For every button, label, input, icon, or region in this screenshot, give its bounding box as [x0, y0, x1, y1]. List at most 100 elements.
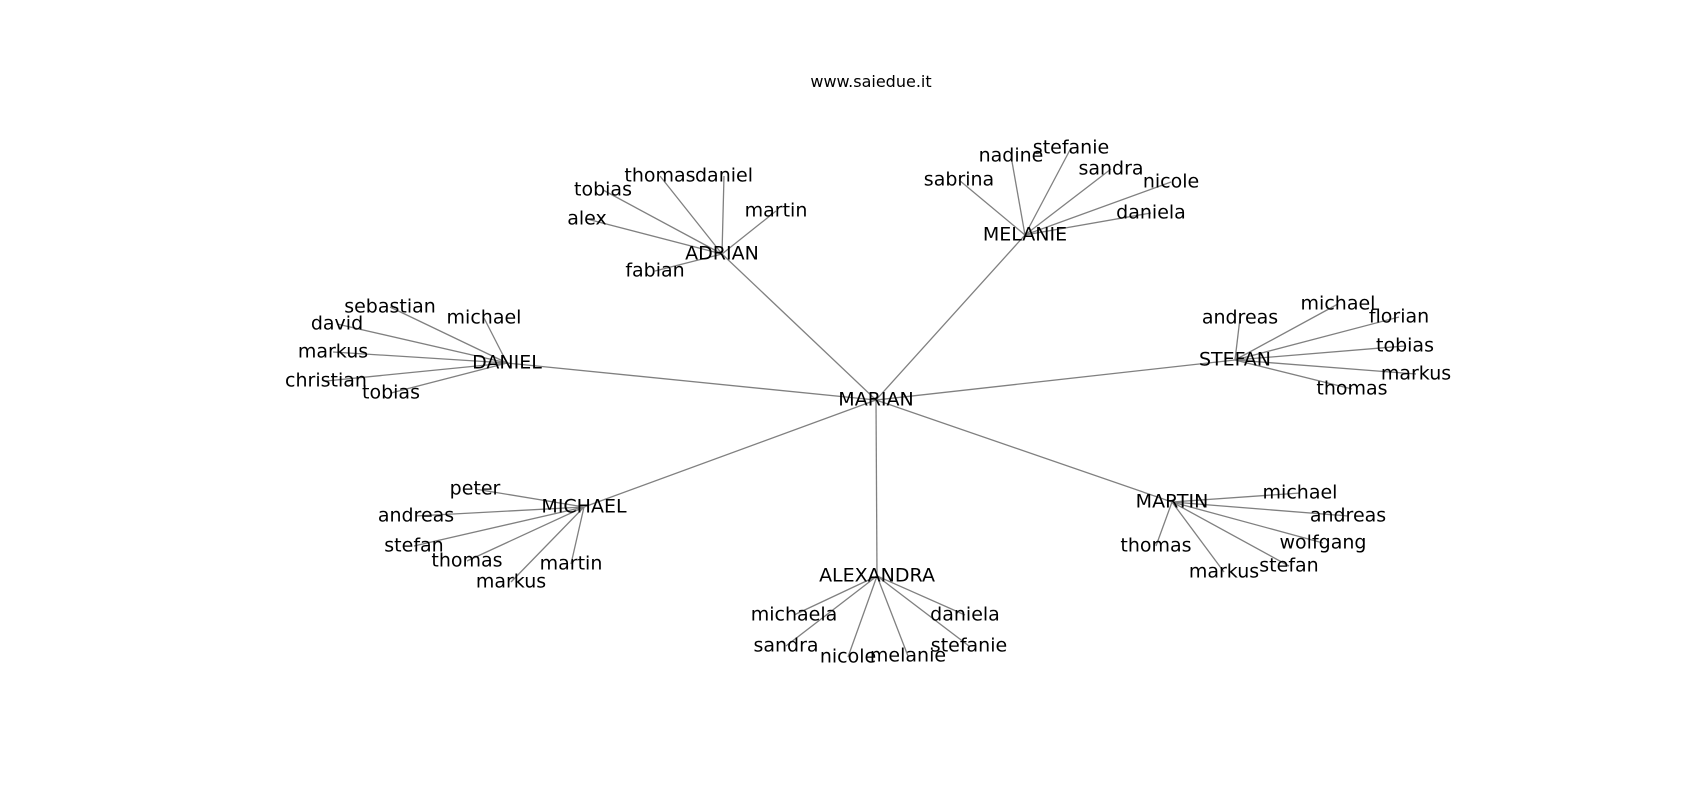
group-node-label: MICHAEL: [541, 496, 627, 518]
edge-group-to-child: [474, 488, 585, 508]
edge-group-to-child: [483, 317, 508, 364]
edges-layer: [325, 147, 1417, 658]
edge-group-to-child: [602, 189, 723, 255]
edge-group-to-child: [721, 175, 725, 255]
child-node-label: daniel: [695, 165, 753, 187]
edge-root-to-group: [506, 362, 877, 401]
child-node-label: martin: [540, 553, 603, 575]
child-node-label: nicole: [820, 646, 876, 668]
edge-root-to-group: [875, 359, 1236, 401]
child-node-label: stefanie: [1033, 137, 1109, 159]
edge-group-to-child: [1024, 181, 1172, 236]
edge-group-to-child: [721, 210, 777, 255]
child-node-label: nicole: [1143, 171, 1199, 193]
edge-group-to-child: [1171, 501, 1324, 544]
edge-group-to-child: [793, 575, 878, 616]
edge-group-to-child: [876, 575, 970, 647]
child-node-label: florian: [1369, 306, 1429, 328]
child-node-label: michaela: [751, 604, 838, 626]
edge-root-to-group: [875, 234, 1026, 401]
child-node-label: alex: [567, 208, 607, 230]
child-node-label: stefan: [1259, 555, 1318, 577]
root-node-label: MARIAN: [838, 389, 913, 411]
child-node-label: melanie: [870, 645, 946, 667]
edge-root-to-group: [721, 253, 877, 401]
edge-group-to-child: [389, 306, 508, 364]
child-node-label: martin: [745, 200, 808, 222]
child-node-label: thomas: [1120, 535, 1191, 557]
group-node-label: ALEXANDRA: [819, 565, 935, 587]
child-node-label: thomas: [431, 550, 502, 572]
child-node-label: markus: [298, 341, 368, 363]
edge-group-to-child: [415, 506, 585, 517]
edge-group-to-child: [876, 575, 966, 616]
edge-group-to-child: [413, 506, 585, 547]
child-node-label: stefan: [384, 535, 443, 557]
edge-group-to-child: [1024, 147, 1072, 236]
child-node-label: markus: [476, 571, 546, 593]
child-node-label: peter: [450, 478, 501, 500]
child-node-label: michael: [447, 307, 522, 329]
edge-group-to-child: [1171, 492, 1301, 503]
child-node-label: fabian: [625, 260, 684, 282]
edge-group-to-child: [1024, 212, 1152, 236]
edge-group-to-child: [876, 575, 909, 657]
edge-root-to-group: [875, 399, 1173, 503]
edge-group-to-child: [390, 362, 508, 394]
edge-group-to-child: [1234, 316, 1400, 361]
edge-group-to-child: [1234, 359, 1417, 375]
child-node-label: stefanie: [931, 635, 1007, 657]
child-node-label: daniela: [1116, 202, 1186, 224]
child-node-label: christian: [285, 370, 367, 392]
child-node-label: sandra: [1078, 158, 1143, 180]
edge-group-to-child: [1171, 501, 1349, 517]
edge-group-to-child: [785, 575, 878, 647]
child-node-label: markus: [1189, 561, 1259, 583]
child-node-label: michael: [1301, 293, 1376, 315]
child-node-label: daniela: [930, 604, 1000, 626]
child-node-label: tobias: [574, 179, 632, 201]
edge-group-to-child: [332, 351, 508, 364]
edge-group-to-child: [1234, 359, 1353, 390]
edge-group-to-child: [1171, 501, 1290, 567]
group-node-label: STEFAN: [1199, 349, 1271, 371]
edge-group-to-child: [1171, 501, 1225, 573]
child-node-label: thomas: [624, 165, 695, 187]
child-node-label: andreas: [378, 505, 454, 527]
edge-group-to-child: [1155, 501, 1173, 547]
edge-group-to-child: [1234, 345, 1406, 361]
child-node-label: sebastian: [344, 296, 436, 318]
edge-group-to-child: [1024, 168, 1112, 236]
child-node-label: andreas: [1202, 307, 1278, 329]
edge-group-to-child: [847, 575, 878, 658]
group-node-label: MARTIN: [1136, 491, 1209, 513]
edge-group-to-child: [958, 179, 1026, 236]
edge-group-to-child: [325, 362, 508, 382]
child-node-label: sabrina: [924, 169, 994, 191]
edge-group-to-child: [659, 175, 723, 255]
edge-group-to-child: [586, 218, 723, 255]
group-node-label: DANIEL: [472, 352, 542, 374]
child-node-label: wolfgang: [1280, 532, 1367, 554]
child-node-label: tobias: [362, 382, 420, 404]
edge-group-to-child: [510, 506, 585, 583]
child-node-label: david: [311, 313, 363, 335]
child-node-label: thomas: [1316, 378, 1387, 400]
child-node-label: michael: [1263, 482, 1338, 504]
edge-group-to-child: [1234, 303, 1339, 361]
child-node-label: sandra: [753, 635, 818, 657]
group-node-label: ADRIAN: [685, 243, 759, 265]
edge-group-to-child: [1010, 155, 1026, 236]
edge-root-to-group: [875, 399, 878, 577]
edge-group-to-child: [654, 253, 723, 272]
child-node-label: markus: [1381, 363, 1451, 385]
diagram-title: www.saiedue.it: [810, 72, 931, 91]
edge-root-to-group: [583, 399, 877, 508]
group-node-label: MELANIE: [983, 224, 1067, 246]
edge-group-to-child: [336, 323, 508, 364]
child-node-label: andreas: [1310, 505, 1386, 527]
edge-group-to-child: [466, 506, 585, 562]
edge-group-to-child: [1234, 317, 1241, 361]
